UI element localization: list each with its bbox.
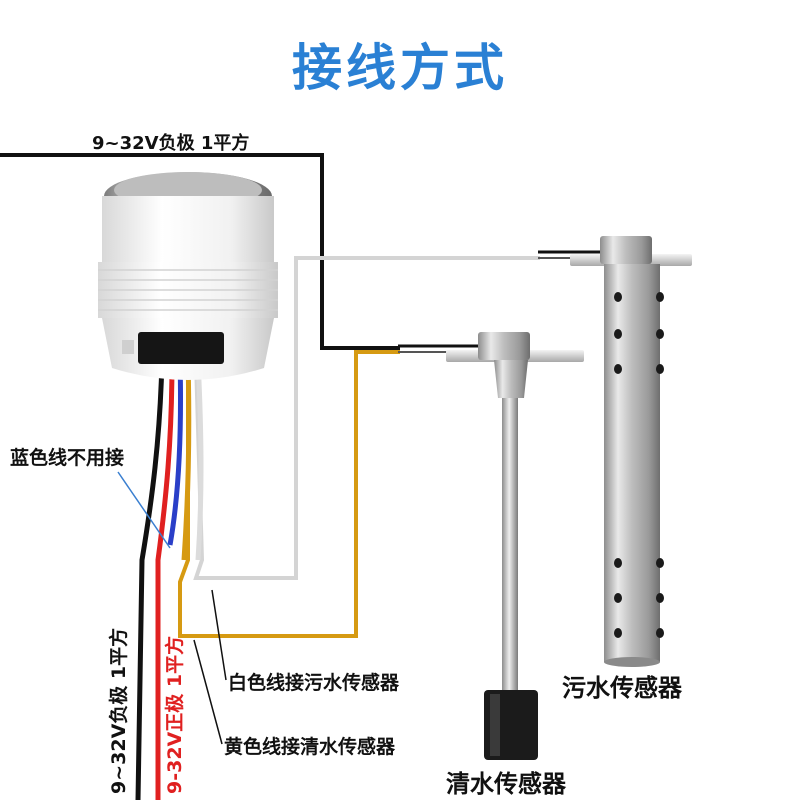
sewage-sensor-icon [570, 236, 692, 667]
black-wire [135, 359, 165, 801]
white-wire-pointer [211, 589, 227, 681]
page-title: 接线方式 [292, 39, 508, 97]
blue-wire-pointer [117, 471, 171, 549]
gauge-icon [98, 172, 278, 380]
blue-wire-label: 蓝色线不用接 [10, 447, 125, 469]
yellow-wire-pointer [193, 639, 223, 745]
clean-sensor-icon [446, 332, 584, 760]
blue-wire [167, 359, 183, 546]
red-wire [155, 359, 175, 800]
positive-vertical-label: 9-32V正极 1平方 [164, 635, 186, 794]
sewage-sensor-label: 污水传感器 [562, 674, 682, 702]
clean-sensor-label: 清水传感器 [446, 770, 566, 798]
white-wire-lead [195, 359, 204, 561]
yellow-wire [178, 350, 400, 638]
white-wire-label: 白色线接污水传感器 [228, 672, 400, 694]
negative-wire-top [0, 153, 400, 350]
yellow-wire-lead [181, 359, 192, 561]
negative-vertical-label: 9~32V负极 1平方 [108, 627, 130, 794]
top-negative-label: 9~32V负极 1平方 [92, 133, 250, 154]
yellow-wire-label: 黄色线接清水传感器 [224, 736, 396, 758]
